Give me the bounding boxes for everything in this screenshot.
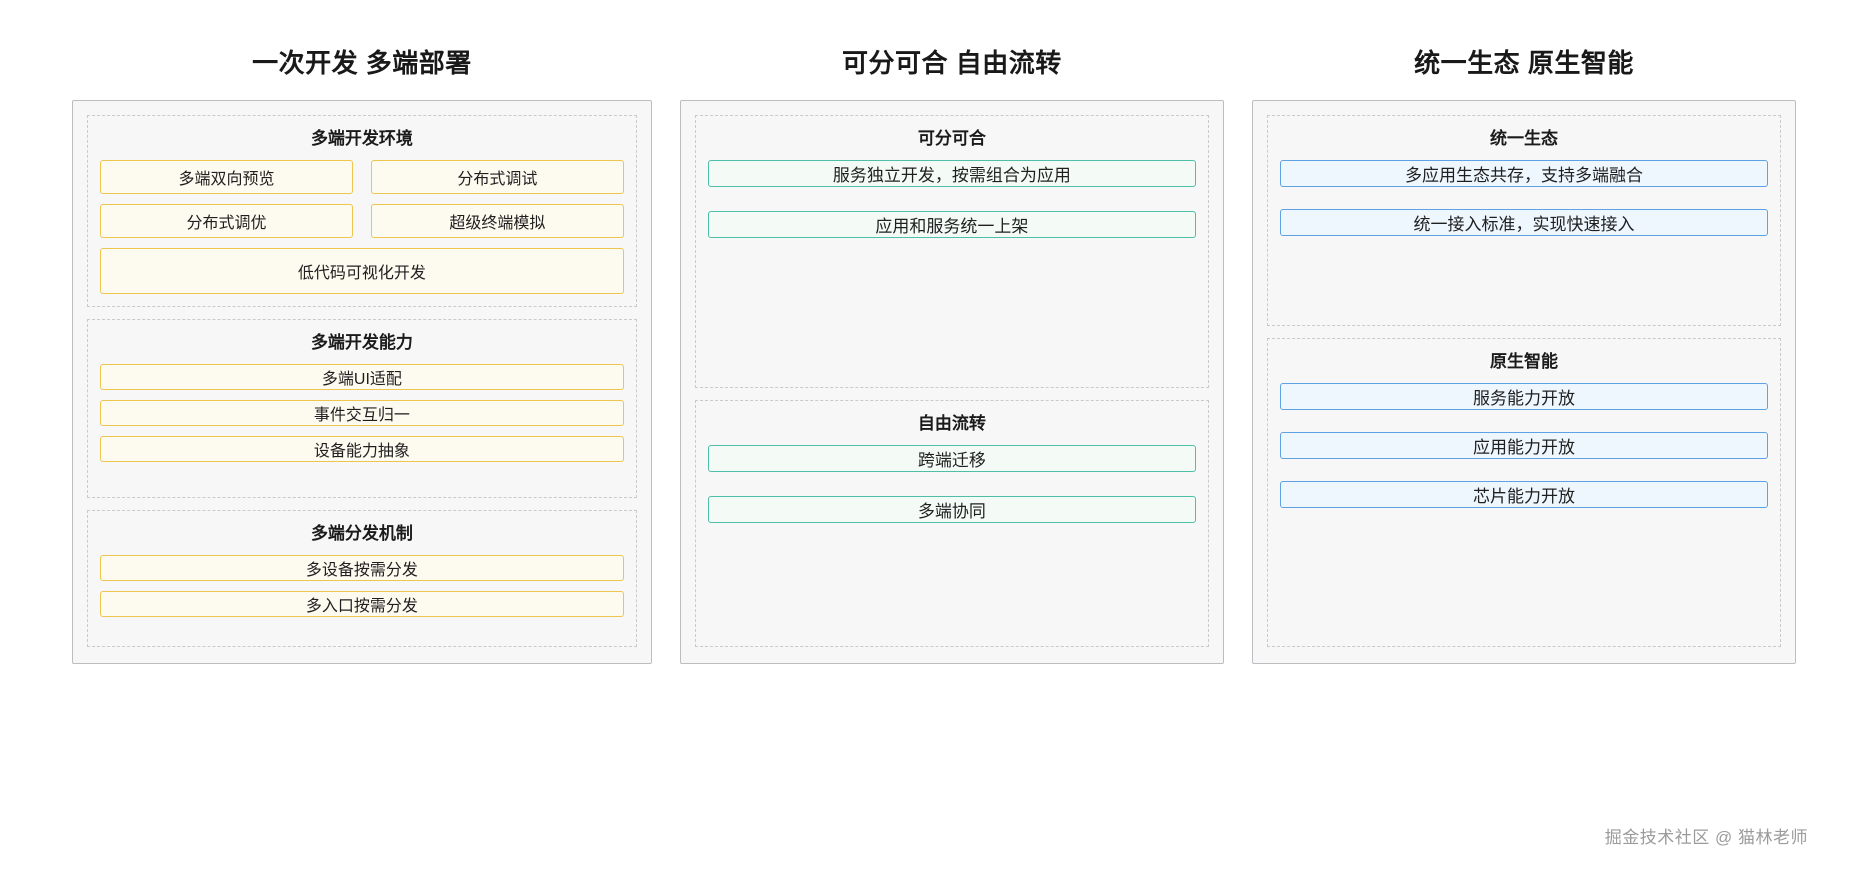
column-unified-ecosystem-ai: 统一生态 原生智能 统一生态 多应用生态共存，支持多端融合 统一接入标准，实现快… bbox=[1251, 46, 1796, 664]
chip-stack: 服务能力开放 应用能力开放 芯片能力开放 bbox=[1279, 383, 1768, 509]
chip-distributed-debug[interactable]: 分布式调试 bbox=[370, 160, 624, 194]
group-title-unified-ecosystem: 统一生态 bbox=[1489, 129, 1558, 148]
chip-distributed-tuning[interactable]: 分布式调优 bbox=[100, 204, 353, 238]
group-free-flow: 自由流转 跨端迁移 多端协同 bbox=[694, 399, 1209, 647]
chip-device-capability-abstraction[interactable]: 设备能力抽象 bbox=[100, 436, 624, 463]
chip-multi-device-collaboration[interactable]: 多端协同 bbox=[707, 495, 1196, 523]
chip-app-capability-open[interactable]: 应用能力开放 bbox=[1279, 432, 1768, 460]
column-title-2: 可分可合 自由流转 bbox=[842, 48, 1062, 78]
chip-service-capability-open[interactable]: 服务能力开放 bbox=[1279, 383, 1768, 411]
group-dev-capability: 多端开发能力 多端UI适配 事件交互归一 设备能力抽象 bbox=[87, 319, 637, 498]
chip-stack: 服务独立开发，按需组合为应用 应用和服务统一上架 bbox=[707, 160, 1196, 238]
chip-app-service-unified-listing[interactable]: 应用和服务统一上架 bbox=[707, 211, 1196, 238]
group-title-dev-environment: 多端开发环境 bbox=[310, 129, 413, 148]
panel-1: 多端开发环境 多端双向预览 分布式调试 分布式调优 超级终端模拟 低代码可视化开… bbox=[72, 100, 652, 664]
group-native-intelligence: 原生智能 服务能力开放 应用能力开放 芯片能力开放 bbox=[1266, 338, 1781, 647]
chip-multi-device-ui-adapt[interactable]: 多端UI适配 bbox=[100, 364, 624, 391]
watermark: 掘金技术社区 @ 猫林老师 bbox=[1604, 828, 1808, 847]
columns-container: 一次开发 多端部署 多端开发环境 多端双向预览 分布式调试 分布式调优 超级终端… bbox=[72, 46, 1796, 664]
chip-stack: 多端UI适配 事件交互归一 设备能力抽象 bbox=[100, 364, 624, 463]
panel-2: 可分可合 服务独立开发，按需组合为应用 应用和服务统一上架 自由流转 跨端迁移 … bbox=[679, 100, 1224, 664]
column-split-merge-flow: 可分可合 自由流转 可分可合 服务独立开发，按需组合为应用 应用和服务统一上架 … bbox=[679, 46, 1224, 664]
chip-chip-capability-open[interactable]: 芯片能力开放 bbox=[1279, 481, 1768, 509]
group-unified-ecosystem: 统一生态 多应用生态共存，支持多端融合 统一接入标准，实现快速接入 bbox=[1266, 115, 1781, 327]
group-title-native-intelligence: 原生智能 bbox=[1489, 352, 1558, 372]
column-title-3: 统一生态 原生智能 bbox=[1414, 48, 1634, 78]
panel-3: 统一生态 多应用生态共存，支持多端融合 统一接入标准，实现快速接入 原生智能 服… bbox=[1251, 100, 1796, 664]
group-splittable-combinable: 可分可合 服务独立开发，按需组合为应用 应用和服务统一上架 bbox=[694, 115, 1209, 388]
chip-row: 多端双向预览 分布式调试 bbox=[100, 160, 624, 194]
group-title-splittable-combinable: 可分可合 bbox=[917, 129, 986, 148]
column-multi-device-deploy: 一次开发 多端部署 多端开发环境 多端双向预览 分布式调试 分布式调优 超级终端… bbox=[72, 46, 652, 664]
chip-event-interaction-unified[interactable]: 事件交互归一 bbox=[100, 400, 624, 427]
chip-multi-device-preview[interactable]: 多端双向预览 bbox=[100, 160, 353, 194]
chip-lowcode-visual-dev[interactable]: 低代码可视化开发 bbox=[100, 248, 624, 295]
chip-super-device-simulation[interactable]: 超级终端模拟 bbox=[370, 204, 624, 238]
group-dev-environment: 多端开发环境 多端双向预览 分布式调试 分布式调优 超级终端模拟 低代码可视化开… bbox=[87, 115, 637, 308]
chip-stack: 多设备按需分发 多入口按需分发 bbox=[100, 554, 624, 617]
chip-stack: 多应用生态共存，支持多端融合 统一接入标准，实现快速接入 bbox=[1279, 160, 1768, 236]
chip-service-independent-dev[interactable]: 服务独立开发，按需组合为应用 bbox=[707, 160, 1196, 187]
chip-multi-device-on-demand-distribution[interactable]: 多设备按需分发 bbox=[100, 554, 624, 581]
column-title-1: 一次开发 多端部署 bbox=[252, 48, 472, 78]
chip-multi-app-ecosystem-coexist[interactable]: 多应用生态共存，支持多端融合 bbox=[1279, 160, 1768, 187]
chip-unified-access-standard[interactable]: 统一接入标准，实现快速接入 bbox=[1279, 209, 1768, 236]
group-title-free-flow: 自由流转 bbox=[917, 413, 986, 433]
group-title-distribution-mechanism: 多端分发机制 bbox=[310, 523, 413, 543]
group-distribution-mechanism: 多端分发机制 多设备按需分发 多入口按需分发 bbox=[87, 509, 637, 647]
group-title-dev-capability: 多端开发能力 bbox=[310, 333, 413, 353]
chip-stack: 跨端迁移 多端协同 bbox=[707, 444, 1196, 523]
chip-cross-device-migration[interactable]: 跨端迁移 bbox=[707, 444, 1196, 472]
chip-row: 分布式调优 超级终端模拟 bbox=[100, 204, 624, 238]
chip-multi-entry-on-demand-distribution[interactable]: 多入口按需分发 bbox=[100, 590, 624, 617]
